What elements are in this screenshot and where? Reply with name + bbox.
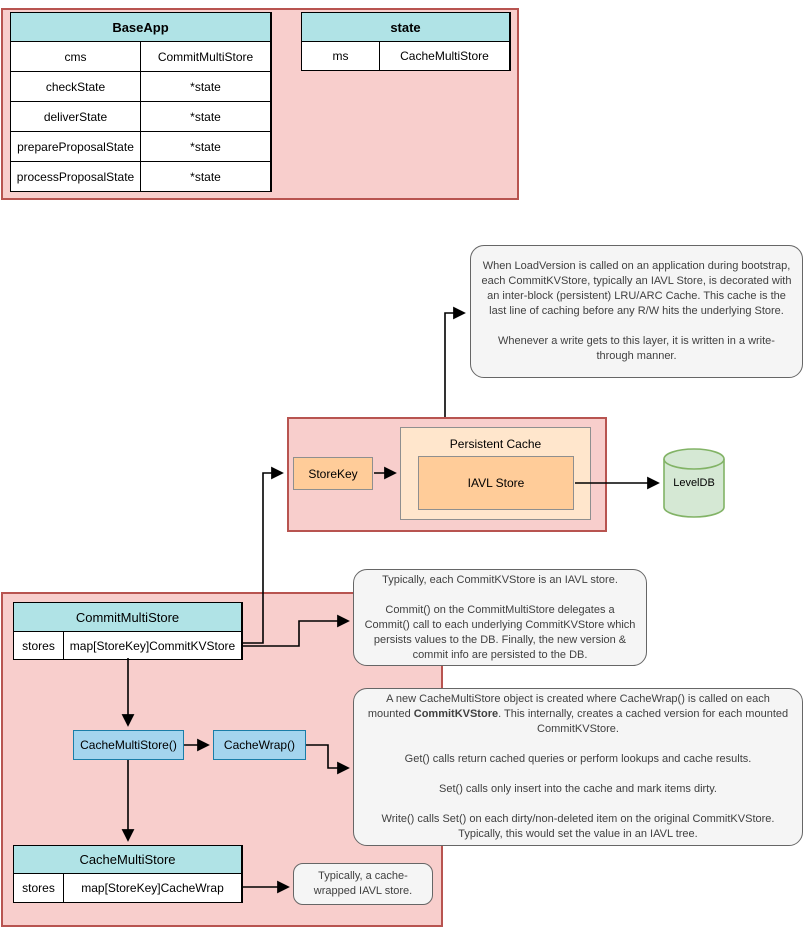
baseapp-table: BaseApp cms CommitMultiStore checkState … xyxy=(10,12,272,192)
note-commit-text: Typically, each CommitKVStore is an IAVL… xyxy=(364,573,636,661)
commit-multi-store-table: CommitMultiStore stores map[StoreKey]Com… xyxy=(13,602,243,660)
leveldb-label: LevelDB xyxy=(673,477,715,489)
table-cell: processProposalState xyxy=(11,162,140,191)
note-cache-wrap-text: A new CacheMultiStore object is created … xyxy=(364,692,792,842)
table-cell: cms xyxy=(11,42,140,71)
table-cell: *state xyxy=(141,132,270,161)
table-cell: *state xyxy=(141,162,270,191)
commit-multi-store-title: CommitMultiStore xyxy=(14,603,241,631)
note-load-version: When LoadVersion is called on an applica… xyxy=(470,245,803,378)
persistent-cache-title: Persistent Cache xyxy=(449,437,542,451)
table-cell: checkState xyxy=(11,72,140,101)
note-paragraph: Get() calls return cached queries or per… xyxy=(404,753,752,765)
cache-multi-store-table: CacheMultiStore stores map[StoreKey]Cach… xyxy=(13,845,243,903)
store-key-box: StoreKey xyxy=(293,457,373,490)
table-cell: CommitMultiStore xyxy=(141,42,270,71)
table-cell: prepareProposalState xyxy=(11,132,140,161)
note-paragraph: Set() calls only insert into the cache a… xyxy=(439,783,717,795)
note-cache-wrapped: Typically, a cache- wrapped IAVL store. xyxy=(293,863,433,905)
note-load-version-text: When LoadVersion is called on an applica… xyxy=(481,260,792,362)
iavl-store-box: IAVL Store xyxy=(418,456,574,510)
note-commit: Typically, each CommitKVStore is an IAVL… xyxy=(353,569,647,666)
table-cell: deliverState xyxy=(11,102,140,131)
arrow-cache-to-note xyxy=(444,306,466,417)
note-cache-wrapped-text: Typically, a cache- wrapped IAVL store. xyxy=(313,870,413,897)
table-cell: *state xyxy=(141,72,270,101)
note-paragraph: A new CacheMultiStore object is created … xyxy=(367,693,789,735)
cache-wrap-fn-box: CacheWrap() xyxy=(213,730,306,760)
baseapp-table-title: BaseApp xyxy=(11,13,270,41)
table-cell: map[StoreKey]CommitKVStore xyxy=(64,632,241,659)
table-cell: stores xyxy=(14,874,63,902)
database-cylinder-icon xyxy=(663,448,725,518)
state-table-title: state xyxy=(302,13,509,41)
store-key-label: StoreKey xyxy=(308,466,358,481)
cache-multi-store-fn-box: CacheMultiStore() xyxy=(73,730,184,760)
cache-multi-store-title: CacheMultiStore xyxy=(14,846,241,873)
table-cell: CacheMultiStore xyxy=(380,42,509,70)
cache-multi-store-fn-label: CacheMultiStore() xyxy=(80,738,177,752)
table-cell: ms xyxy=(302,42,379,70)
note-cache-wrap: A new CacheMultiStore object is created … xyxy=(353,688,803,846)
table-cell: *state xyxy=(141,102,270,131)
leveldb-cylinder: LevelDB xyxy=(663,448,725,518)
cache-wrap-fn-label: CacheWrap() xyxy=(223,738,296,752)
state-table: state ms CacheMultiStore xyxy=(301,12,511,71)
note-paragraph: Write() calls Set() on each dirty/non-de… xyxy=(381,813,775,840)
iavl-store-label: IAVL Store xyxy=(467,476,525,490)
table-cell: stores xyxy=(14,632,63,659)
table-cell: map[StoreKey]CacheWrap xyxy=(64,874,241,902)
